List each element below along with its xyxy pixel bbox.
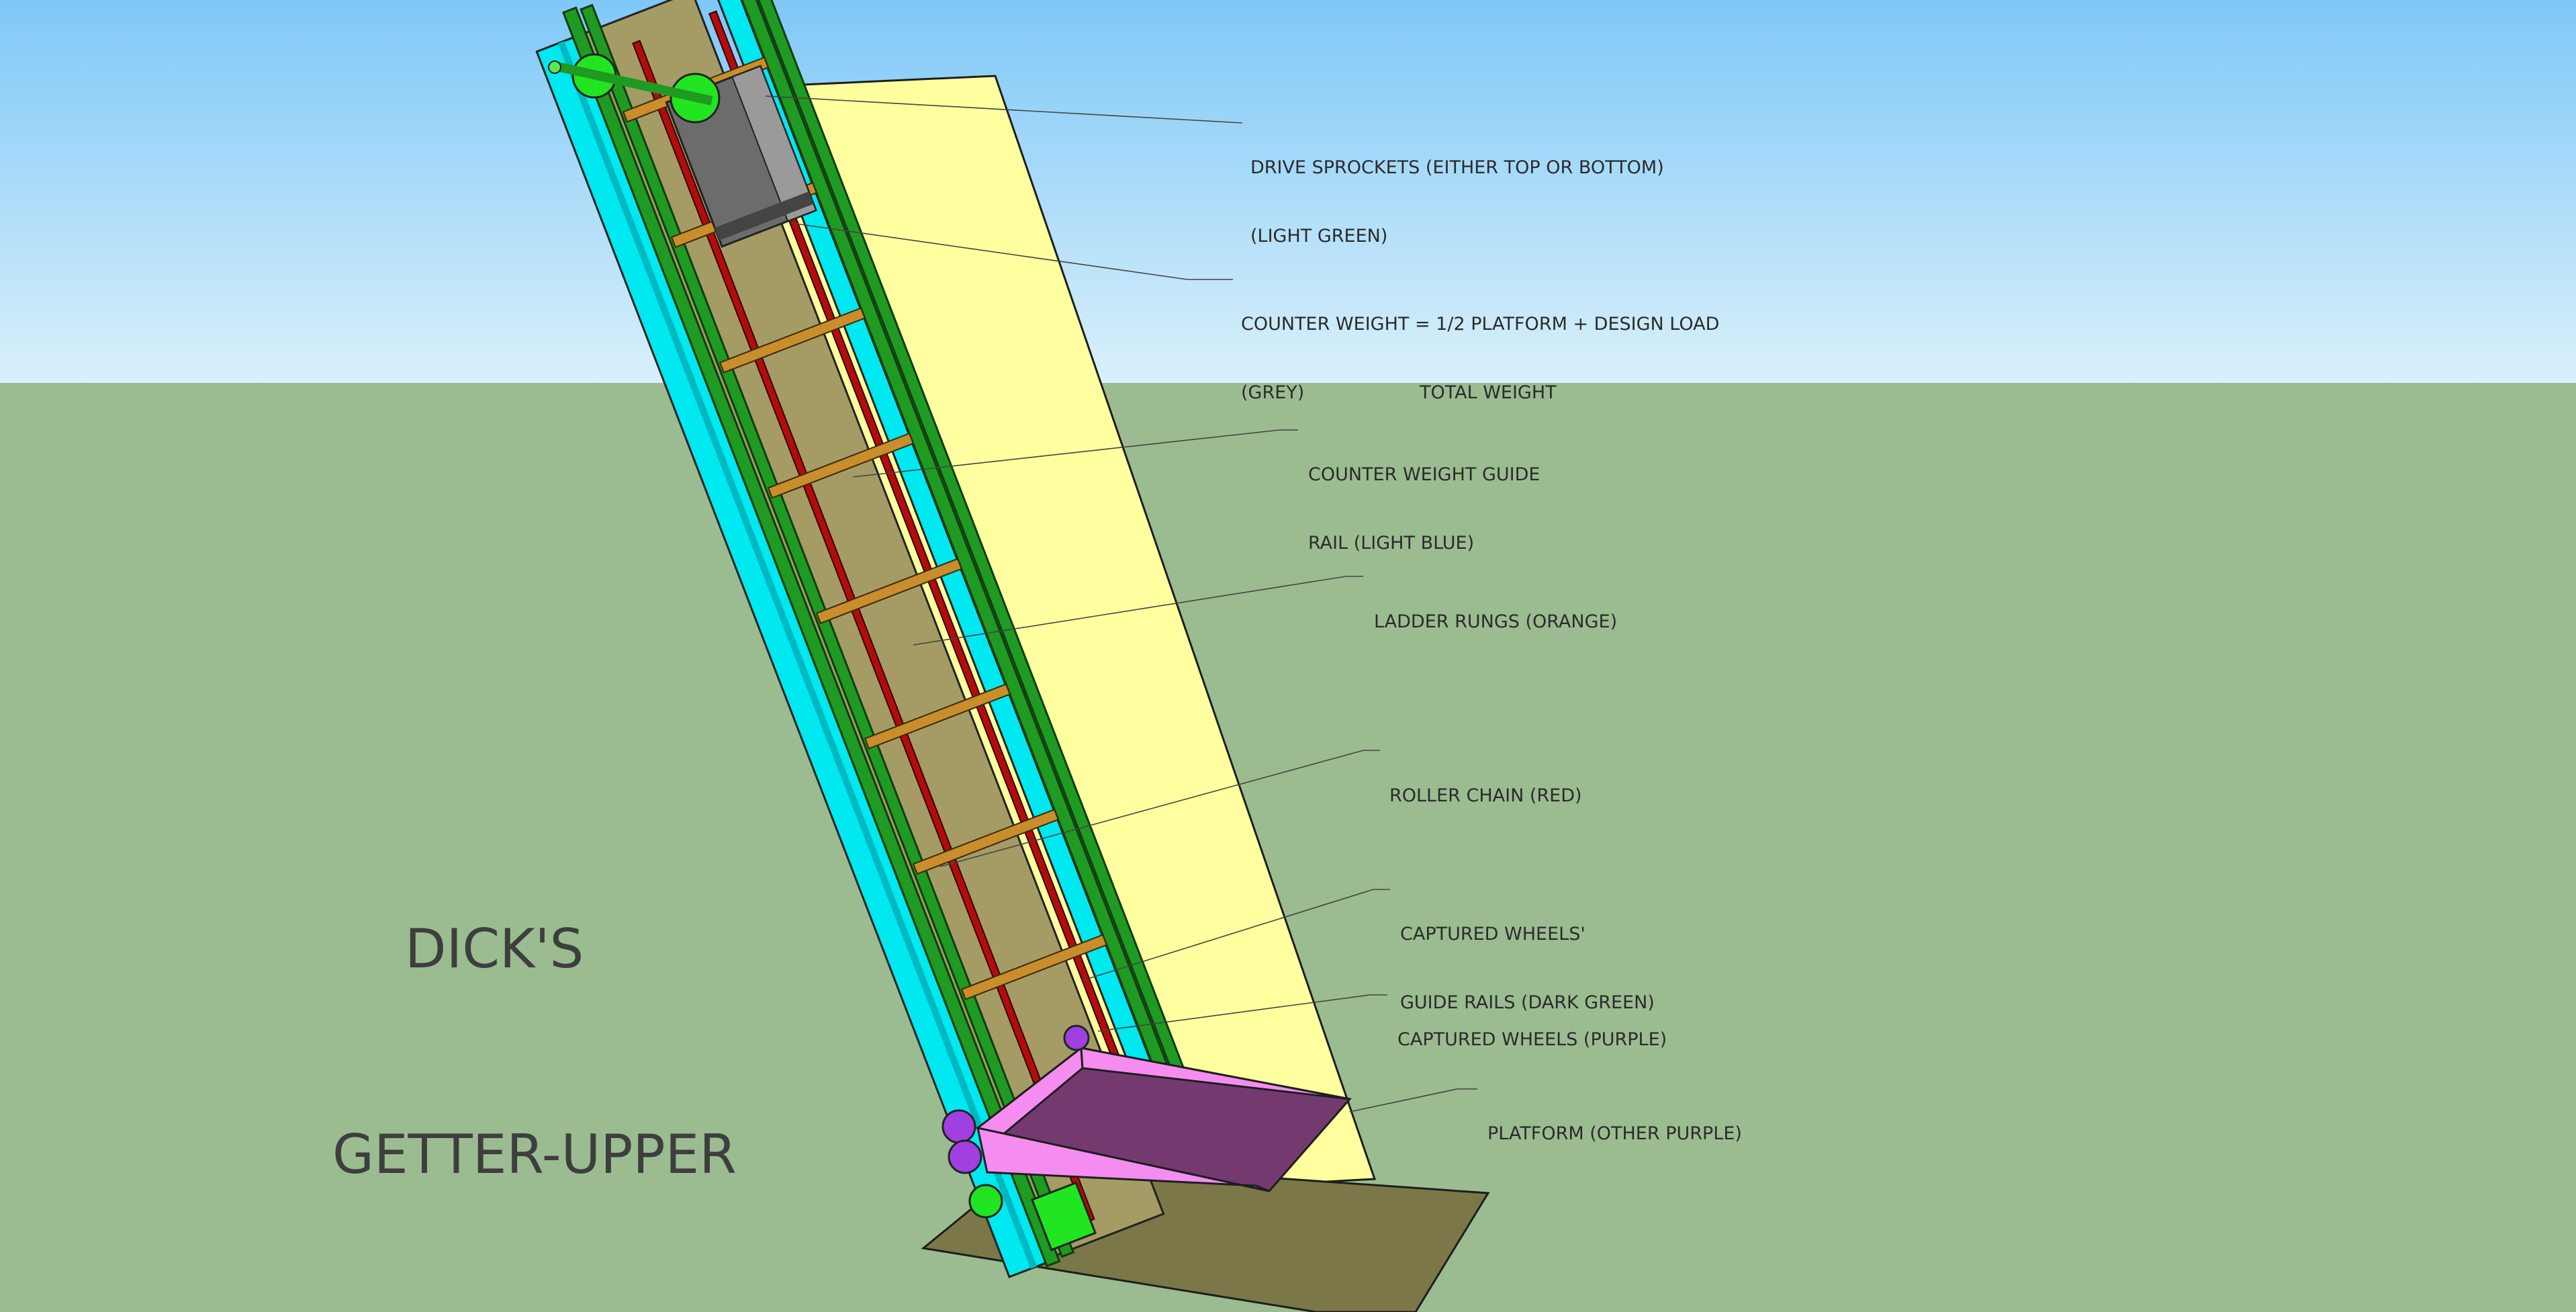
leader-captured-wheels (1097, 994, 1387, 1032)
callout-drive-sprockets-line1: DRIVE SPROCKETS (EITHER TOP OR BOTTOM) (1250, 157, 1664, 178)
callout-captured-wheels: CAPTURED WHEELS (PURPLE) (1397, 983, 1667, 1097)
diagram-title-line2: GETTER-UPPER (332, 1123, 737, 1186)
ladder-rung (864, 683, 1011, 750)
callout-platform: PLATFORM (OTHER PURPLE) (1487, 1077, 1742, 1191)
leader-counter-weight-guide (852, 429, 1298, 478)
leader-platform (1349, 1088, 1477, 1112)
leader-guide-rails (1080, 889, 1390, 981)
guide-rail-left (562, 6, 1061, 1268)
ladder-rung (815, 558, 963, 625)
leader-counter-weight (790, 222, 1233, 280)
ladder-rung (960, 934, 1108, 1000)
captured-wheel-top (1063, 1024, 1090, 1051)
captured-wheel-lower-2 (948, 1139, 982, 1174)
callout-guide-rails-line1: CAPTURED WHEELS' (1400, 924, 1585, 945)
callout-counter-weight: COUNTER WEIGHT = 1/2 PLATFORM + DESIGN L… (1241, 267, 1719, 450)
platform-front-side (976, 1127, 1270, 1192)
sprocket-shaft (553, 61, 713, 105)
callout-counter-weight-guide-line1: COUNTER WEIGHT GUIDE (1308, 464, 1540, 485)
callout-platform-line1: PLATFORM (OTHER PURPLE) (1487, 1123, 1742, 1144)
counterweight-block-side (731, 65, 817, 222)
bottom-sprocket-housing (1031, 1181, 1097, 1252)
platform-right-side (1080, 1047, 1350, 1100)
callout-roller-chain-line1: ROLLER CHAIN (RED) (1389, 785, 1582, 806)
callout-roller-chain: ROLLER CHAIN (RED) (1389, 739, 1582, 853)
callout-counter-weight-guide-line2: RAIL (LIGHT BLUE) (1308, 533, 1475, 554)
sprocket-shaft-end (548, 60, 561, 74)
guide-rail-left-inner (580, 3, 1075, 1258)
callout-leaders (765, 95, 1477, 1112)
callout-counter-weight-line2: (GREY) TOTAL WEIGHT (1241, 382, 1557, 403)
callout-ladder-rungs-line1: LADDER RUNGS (ORANGE) (1374, 611, 1618, 632)
ladder-rung (767, 432, 915, 499)
callout-drive-sprockets: DRIVE SPROCKETS (EITHER TOP OR BOTTOM) (… (1250, 111, 1664, 294)
sky (0, 0, 2576, 383)
counterweight-guide-rail-outer-shade (557, 41, 1038, 1269)
callout-captured-wheels-line1: CAPTURED WHEELS (PURPLE) (1397, 1029, 1667, 1050)
lift-structure (535, 0, 1203, 1278)
callout-guide-rails: CAPTURED WHEELS' GUIDE RAILS (DARK GREEN… (1400, 877, 1655, 1060)
ladder-rung (912, 808, 1060, 875)
callout-ladder-rungs: LADDER RUNGS (ORANGE) (1374, 565, 1617, 679)
callout-counter-weight-line1: COUNTER WEIGHT = 1/2 PLATFORM + DESIGN L… (1241, 314, 1720, 335)
callout-counter-weight-guide: COUNTER WEIGHT GUIDE RAIL (LIGHT BLUE) (1308, 418, 1540, 601)
captured-wheel-lower-1 (941, 1109, 976, 1144)
leader-roller-chain (939, 750, 1380, 867)
leader-drive-sprockets (765, 95, 1243, 124)
callout-drive-sprockets-line2: (LIGHT GREEN) (1250, 226, 1388, 247)
ladder-rung (719, 307, 866, 374)
leader-ladder-rungs (913, 576, 1363, 646)
diagram-title-line1: DICK'S (405, 918, 584, 980)
callout-guide-rails-line2: GUIDE RAILS (DARK GREEN) (1400, 992, 1655, 1013)
bottom-sprocket (968, 1184, 1003, 1219)
diagram-title: DICK'S GETTER-UPPER (332, 778, 737, 1312)
counterweight-block-base (715, 191, 814, 240)
